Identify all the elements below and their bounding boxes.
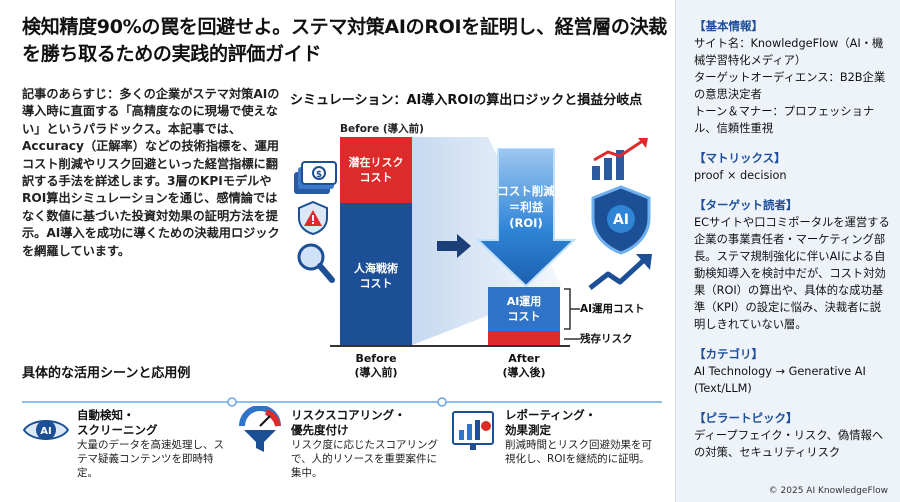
after-cost-bar: AI運用 コスト	[488, 287, 560, 345]
sidebar-section-category: 【カテゴリ】 AI Technology → Generative AI (Te…	[694, 346, 890, 397]
copyright-text: © 2025 AI KnowledgeFlow	[768, 486, 888, 496]
risk-cost-segment: 潜在リスク コスト	[340, 137, 412, 203]
use-case-title: リスクスコアリング・ 優先度付け	[291, 408, 406, 437]
sidebar-heading: 【ピラートピック】	[694, 411, 798, 425]
labor-cost-label: 人海戦術 コスト	[354, 262, 398, 290]
bracket-lines	[564, 288, 580, 340]
report-chart-icon	[452, 411, 494, 450]
growth-chart-icon	[592, 138, 648, 180]
residual-risk-segment	[488, 331, 560, 345]
svg-text:$: $	[316, 170, 322, 180]
sidebar-text: トーン＆マナー：プロフェッショナル、信頼性重視	[694, 105, 875, 135]
sidebar-heading: 【ターゲット読者】	[694, 198, 798, 212]
axis-before-label: Before (導入前)	[354, 352, 398, 379]
sidebar-section-readers: 【ターゲット読者】 ECサイトや口コミポータルを運営する企業の事業責任者・マーケ…	[694, 197, 890, 333]
before-cost-bar: 潜在リスク コスト 人海戦術 コスト	[340, 137, 412, 345]
axis-after-label: After (導入後)	[502, 352, 546, 379]
gauge-funnel-icon	[239, 406, 281, 452]
ai-shield-icon: AI	[591, 185, 651, 255]
sidebar-info-panel: 【基本情報】 サイト名：KnowledgeFlow（AI・機械学習特化メディア）…	[675, 0, 900, 502]
sidebar-section-basic: 【基本情報】 サイト名：KnowledgeFlow（AI・機械学習特化メディア）…	[694, 18, 890, 137]
ai-badge-text: AI	[613, 212, 629, 228]
before-label: Before (導入前)	[340, 123, 424, 135]
use-case-title: 自動検知・ スクリーニング	[77, 408, 158, 437]
sidebar-text: サイト名：KnowledgeFlow（AI・機械学習特化メディア）	[694, 37, 884, 67]
trend-up-icon	[588, 254, 652, 290]
use-case-desc: 大量のデータを高速処理し、ステマ疑義コンテンツを即時特定。	[77, 439, 224, 479]
ai-cost-segment: AI運用 コスト	[488, 287, 560, 331]
shield-alert-icon	[298, 200, 328, 236]
ai-eye-icon: AI	[22, 420, 70, 440]
sidebar-heading: 【マトリックス】	[694, 151, 786, 165]
sidebar-heading: 【基本情報】	[694, 19, 763, 33]
main-content: 検知精度90%の罠を回避せよ。ステマ対策AIのROIを証明し、経営層の決裁を勝ち…	[22, 16, 668, 479]
use-case-desc: リスク度に応じたスコアリングで、人的リソースを重要案件に集中。	[291, 439, 438, 479]
simulation-title: シミュレーション：AI導入ROIの算出ロジックと損益分岐点	[290, 93, 643, 108]
chart-baseline	[330, 345, 570, 347]
sidebar-text: ターゲットオーディエンス：B2B企業の意思決定者	[694, 71, 886, 101]
sidebar-section-pillar: 【ピラートピック】 ディープフェイク・リスク、偽情報への対策、セキュリティリスク	[694, 410, 890, 461]
ai-cost-bar-label: AI運用 コスト	[506, 295, 542, 323]
magnifier-icon	[297, 243, 335, 283]
sidebar-text: ECサイトや口コミポータルを運営する企業の事業責任者・マーケティング部長。ステマ…	[694, 216, 890, 331]
use-case-title: レポーティング・ 効果測定	[505, 408, 597, 437]
sidebar-section-matrix: 【マトリックス】 proof × decision	[694, 150, 890, 184]
sidebar-text: AI Technology → Generative AI (Text/LLM)	[694, 365, 866, 395]
svg-text:AI: AI	[40, 426, 51, 437]
sidebar-text: ディープフェイク・リスク、偽情報への対策、セキュリティリスク	[694, 429, 884, 459]
money-icon: $	[294, 161, 337, 194]
cost-saving-arrow	[476, 148, 576, 288]
sidebar-text: proof × decision	[694, 169, 787, 182]
arrow-right-icon	[437, 234, 471, 258]
sidebar-heading: 【カテゴリ】	[694, 347, 763, 361]
use-cases-title: 具体的な活用シーンと応用例	[22, 366, 191, 381]
use-cases-timeline	[22, 397, 662, 407]
saving-label: コスト削減 ＝利益 (ROI)	[497, 184, 555, 230]
ai-cost-label: AI運用コスト	[580, 303, 645, 315]
use-case-desc: 削減時間とリスク回避効果を可視化し、ROIを継続的に証明。	[505, 439, 652, 465]
article-summary: 記事のあらすじ：多くの企業がステマ対策AIの導入時に直面する「高精度なのに現場で…	[22, 87, 280, 258]
labor-cost-segment: 人海戦術 コスト	[340, 203, 412, 345]
residual-risk-label: 残存リスク	[580, 333, 633, 345]
risk-cost-label: 潜在リスク コスト	[348, 156, 404, 184]
page-title: 検知精度90%の罠を回避せよ。ステマ対策AIのROIを証明し、経営層の決裁を勝ち…	[22, 16, 668, 65]
